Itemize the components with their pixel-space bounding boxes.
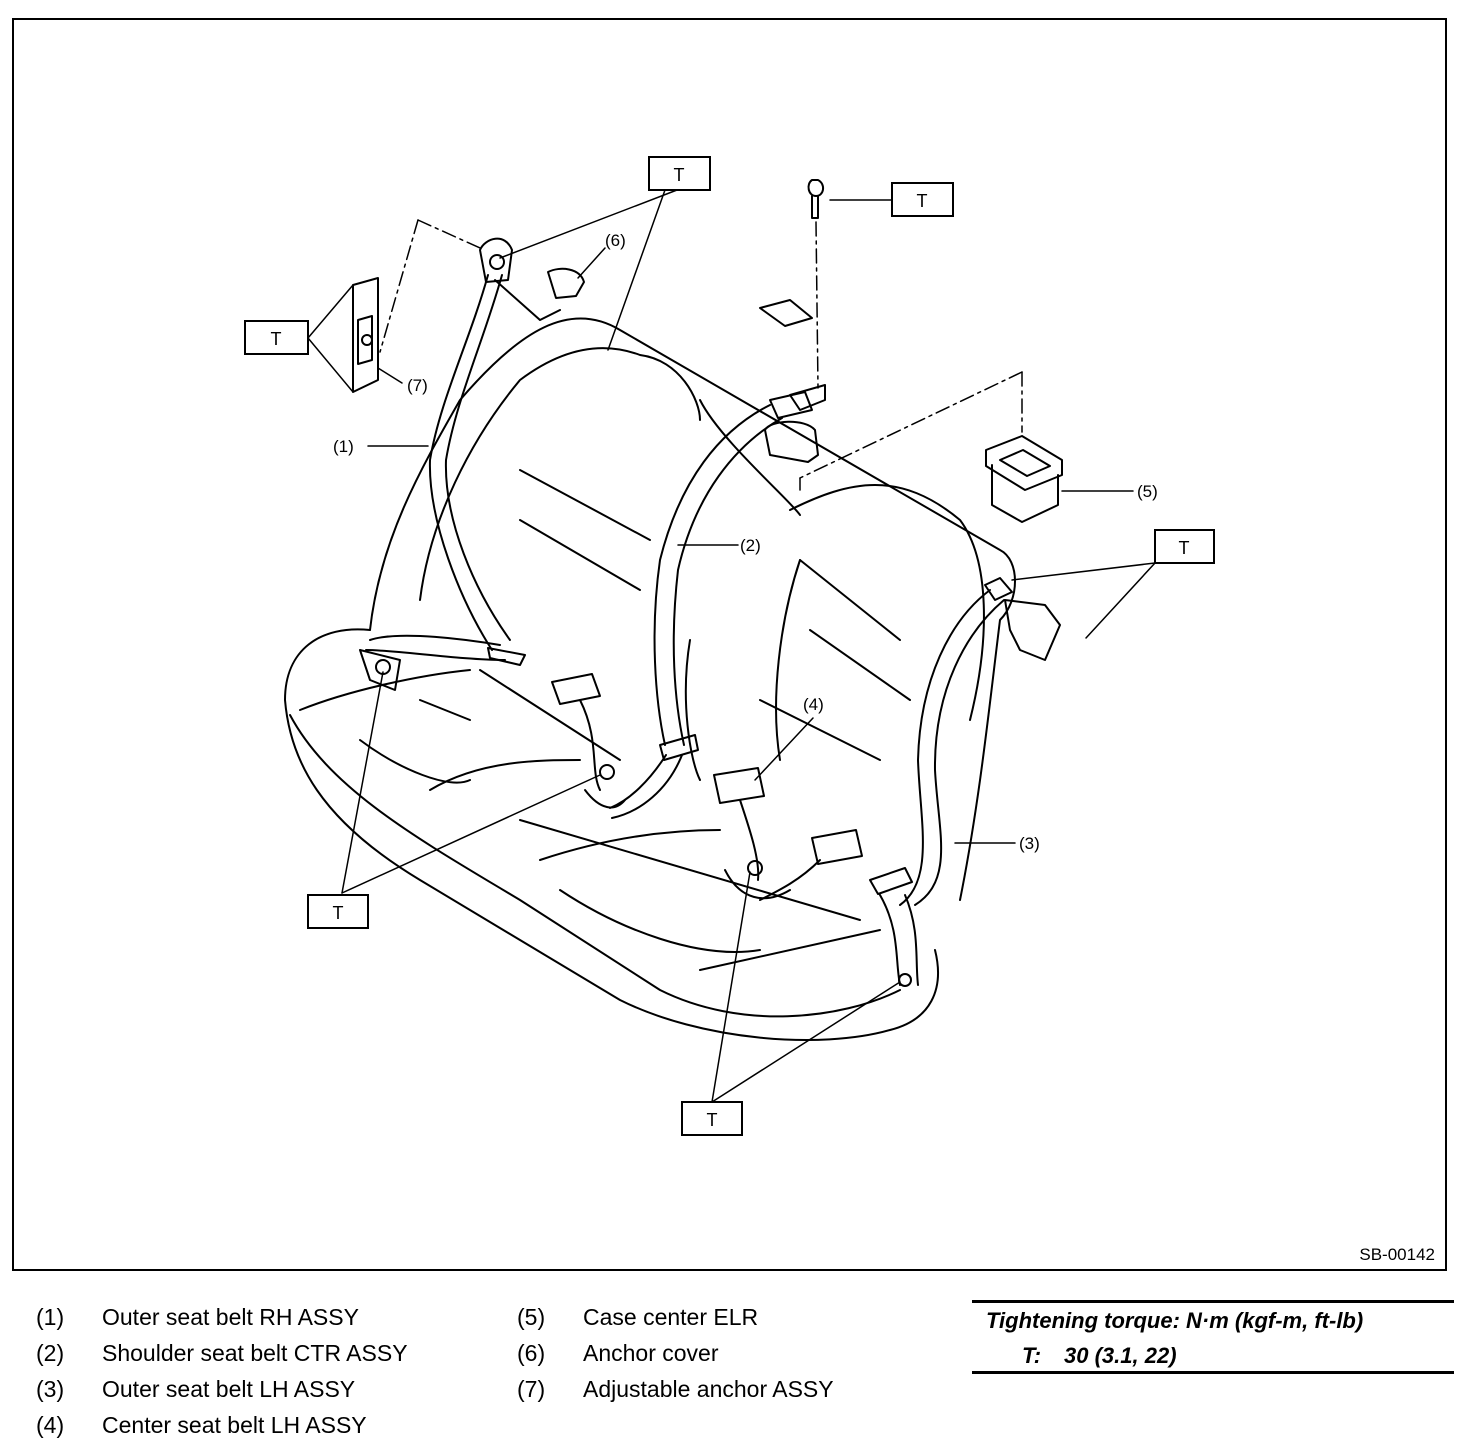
phantom-lines — [379, 219, 1023, 491]
callouts: (1) (2) (3) (4) (5) (6) (7) — [333, 231, 1158, 853]
belt-2 — [609, 391, 819, 819]
callout-6: (6) — [605, 231, 626, 250]
torque-tag: T — [681, 1101, 743, 1136]
callout-2: (2) — [740, 536, 761, 555]
torque-spec-box: Tightening torque: N·m (kgf-m, ft-lb) T:… — [972, 1300, 1454, 1374]
torque-title: Tightening torque: N·m (kgf-m, ft-lb) — [986, 1308, 1364, 1333]
seat-back — [369, 317, 1016, 901]
bolt-bracket — [759, 179, 826, 411]
diagram-frame: SB-00142 — [12, 18, 1447, 1271]
torque-tags: T T T T T T — [244, 156, 1215, 1136]
callout-4: (4) — [803, 695, 824, 714]
svg-text:T: T — [674, 165, 685, 185]
torque-tag: T — [1154, 529, 1215, 564]
seat-belt-diagram: T T T T T T (1) (2) (3) (4) (5) (6) (7) — [244, 156, 1215, 1136]
anchor-top — [479, 237, 585, 321]
torque-key: T: — [1022, 1343, 1042, 1368]
center-belt-4 — [551, 673, 863, 901]
torque-tag: T — [891, 182, 954, 217]
seat-cushion — [284, 628, 939, 1041]
figure-code: SB-00142 — [1359, 1245, 1435, 1264]
belt-3 — [869, 577, 1061, 987]
torque-tag: T — [244, 320, 309, 355]
svg-text:T: T — [271, 329, 282, 349]
adjustable-anchor-7 — [352, 277, 379, 393]
callout-3: (3) — [1019, 834, 1040, 853]
svg-text:T: T — [917, 191, 928, 211]
callout-5: (5) — [1137, 482, 1158, 501]
torque-value: 30 (3.1, 22) — [1064, 1343, 1177, 1368]
svg-text:T: T — [707, 1110, 718, 1130]
leader-lines — [307, 189, 1156, 1103]
callout-1: (1) — [333, 437, 354, 456]
callout-7: (7) — [407, 376, 428, 395]
case-center-elr-5 — [985, 435, 1063, 523]
belt-1 — [359, 274, 526, 691]
svg-text:T: T — [1179, 538, 1190, 558]
svg-text:T: T — [333, 903, 344, 923]
torque-tag: T — [307, 894, 369, 929]
torque-tag: T — [648, 156, 711, 191]
